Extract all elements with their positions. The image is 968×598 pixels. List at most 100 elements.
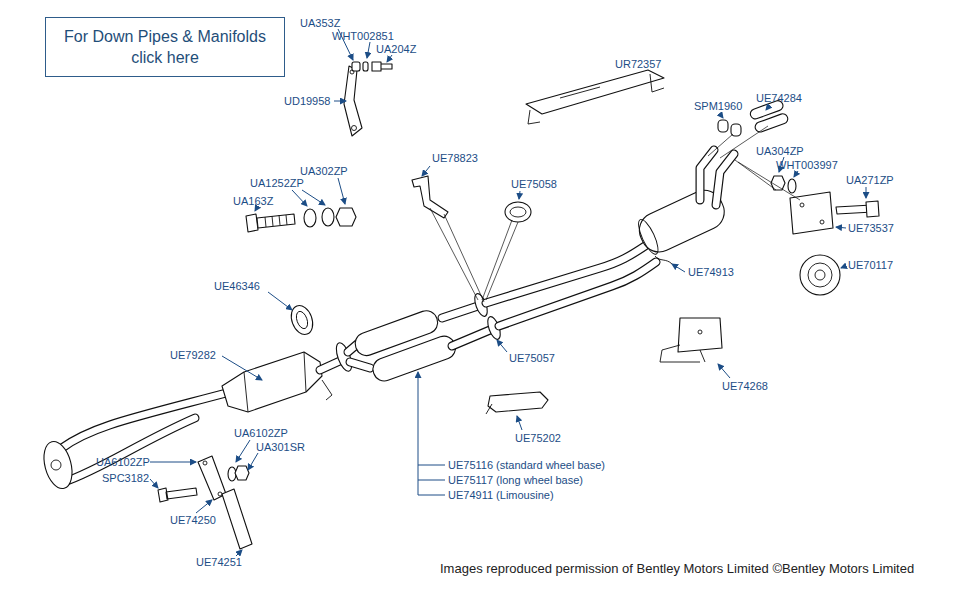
part-number: UA353Z <box>300 17 340 30</box>
part-number: UE74250 <box>170 514 216 527</box>
rear-pipes <box>499 262 656 326</box>
intermediate-silencers <box>370 333 459 384</box>
part-number: WHT002851 <box>332 30 394 43</box>
rear-mount <box>800 255 840 295</box>
strap-ud19958 <box>352 126 357 131</box>
leader-lines <box>497 340 507 352</box>
intermediate-silencers <box>348 292 503 387</box>
leader-lines <box>836 227 846 228</box>
fan-lines <box>430 126 800 302</box>
part-number: UE74284 <box>756 92 802 105</box>
part-number: UE75057 <box>509 352 555 365</box>
leader-lines <box>334 101 346 102</box>
part-number: UR72357 <box>615 58 661 71</box>
hangers <box>294 310 310 330</box>
leader-lines <box>519 191 520 199</box>
part-number: UA163Z <box>233 195 273 208</box>
leader-lines <box>222 356 262 380</box>
fan-lines <box>430 208 518 302</box>
rear-silencer <box>700 150 734 205</box>
leader-lines <box>338 178 345 204</box>
strap-ud19958 <box>352 62 360 71</box>
part-number: UE75058 <box>511 178 557 191</box>
rear-pipes <box>486 246 645 303</box>
rear-silencer <box>635 217 662 257</box>
catalytic-converter <box>320 360 342 370</box>
hangers <box>287 302 316 337</box>
part-number: UA304ZP <box>756 145 804 158</box>
part-number: UE75116 (standard wheel base) <box>448 459 605 472</box>
leader-lines <box>236 440 250 462</box>
bolt-set <box>265 215 287 227</box>
leader-lines <box>268 292 292 310</box>
front-straps <box>158 456 252 549</box>
front-straps <box>158 488 197 502</box>
part-number: WHT003997 <box>776 159 838 172</box>
leader-lines <box>418 372 419 495</box>
tail-rubbers <box>749 99 789 133</box>
rear-silencer <box>700 150 734 205</box>
leader-lines <box>418 465 445 495</box>
rear-mount <box>815 270 825 280</box>
catalytic-converter <box>244 352 306 412</box>
hangers <box>287 176 722 414</box>
front-straps <box>222 489 252 549</box>
rear-mount <box>808 263 832 287</box>
leader-lines <box>718 364 730 378</box>
part-number: SPC3182 <box>102 472 149 485</box>
part-number: UE74911 (Limousine) <box>448 489 554 502</box>
part-number: UE73537 <box>848 222 894 235</box>
part-number: UE75202 <box>515 432 561 445</box>
strap-ud19958 <box>344 62 392 136</box>
leader-lines <box>841 266 846 268</box>
hangers <box>486 404 492 414</box>
front-straps <box>218 492 222 496</box>
part-number: UA271ZP <box>846 174 894 187</box>
part-number: UA1252ZP <box>250 177 304 190</box>
leader-lines <box>302 190 325 205</box>
part-number: UE74268 <box>722 380 768 393</box>
bolt-set <box>336 208 356 226</box>
leader-lines <box>236 550 242 556</box>
tail-rubbers <box>718 120 728 132</box>
front-pipe <box>51 460 61 470</box>
catalytic-converter <box>322 380 332 400</box>
hangers <box>678 318 722 352</box>
catalytic-converter <box>320 360 342 370</box>
leader-lines <box>248 453 258 470</box>
leader-lines <box>150 479 158 488</box>
front-straps <box>203 461 207 465</box>
hangers <box>660 345 705 362</box>
part-number: UA301SR <box>256 441 305 454</box>
leader-lines <box>292 190 307 206</box>
front-pipe <box>39 438 77 491</box>
bracket-ur72357 <box>526 70 664 124</box>
part-number: UE74251 <box>196 556 242 569</box>
leader-lines <box>794 171 798 177</box>
part-number: UE46346 <box>214 280 260 293</box>
front-pipe <box>39 392 230 492</box>
strap-ud19958 <box>363 62 368 71</box>
rear-mount <box>820 220 824 224</box>
copyright-caption: Images reproduced permission of Bentley … <box>440 561 914 577</box>
hangers <box>488 392 548 412</box>
part-number: UE75117 (long wheel base) <box>448 474 583 487</box>
front-straps <box>228 467 236 481</box>
leader-lines <box>150 29 866 556</box>
box-text-group: For Down Pipes & Manifolds click here <box>55 26 275 68</box>
leader-lines <box>720 114 723 118</box>
part-number: UE79282 <box>170 349 216 362</box>
rear-mount <box>788 179 796 193</box>
tail-rubbers <box>754 112 789 133</box>
bolt-set <box>257 214 295 228</box>
rear-pipes <box>499 262 656 326</box>
rear-silencer <box>633 150 734 264</box>
link-text: For Down Pipes & Manifolds click here <box>55 26 275 68</box>
hangers <box>412 176 448 218</box>
bolt-set <box>246 214 258 232</box>
rear-mount <box>866 201 879 217</box>
part-number: UA302ZP <box>300 165 348 178</box>
leader-lines <box>517 416 522 430</box>
part-number: UA204Z <box>376 43 416 56</box>
